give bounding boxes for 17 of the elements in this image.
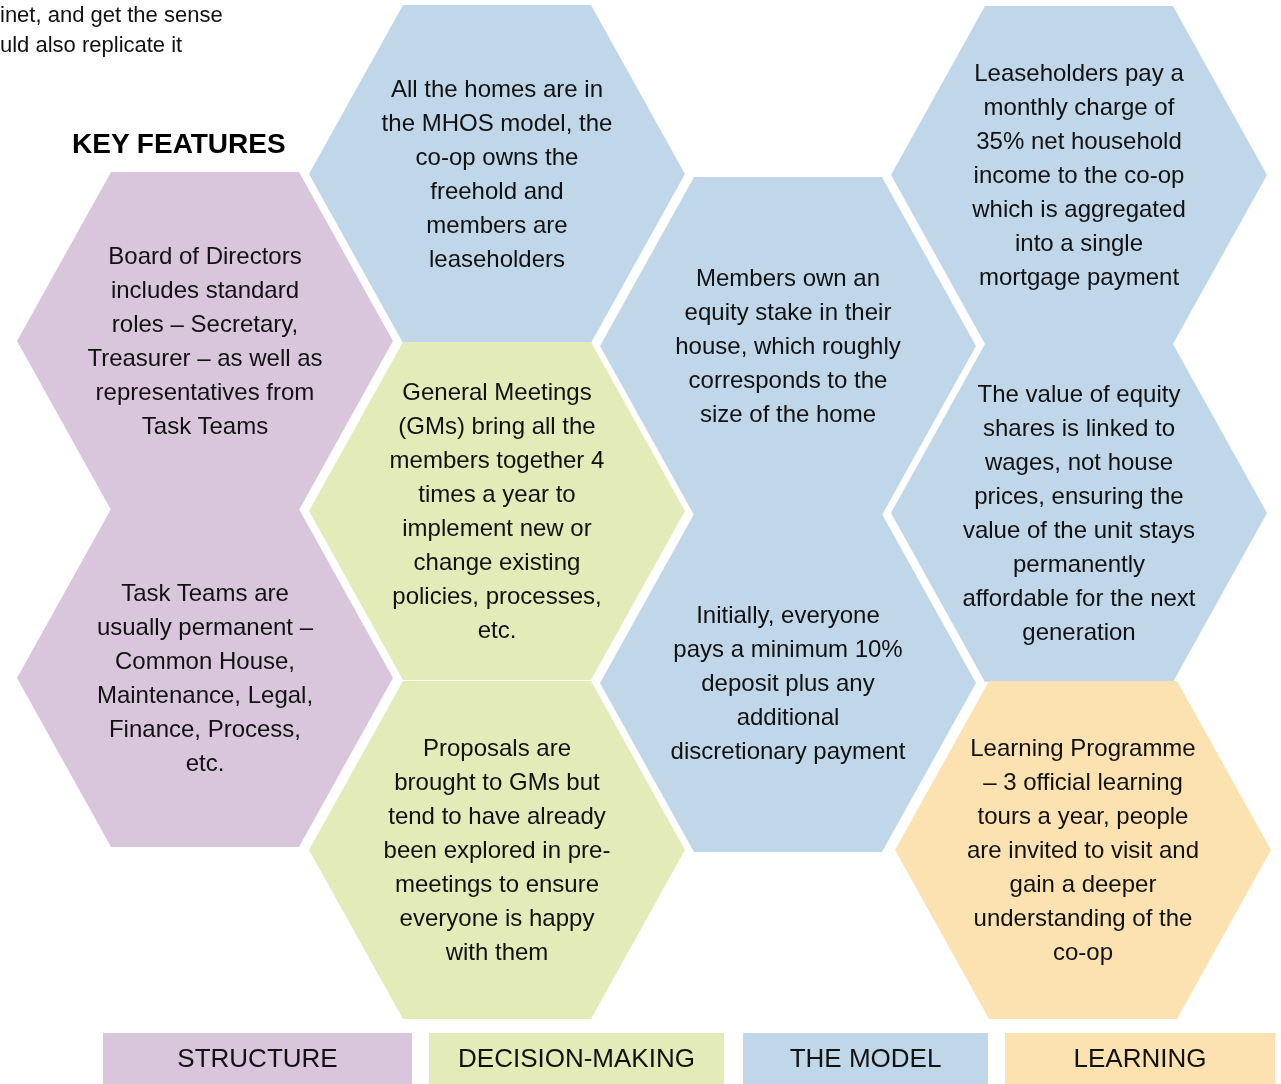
tile-text: Leaseholders pay a monthly charge of 35% net household income to the co-op which is aggregated into a single mortgage payment bbox=[971, 58, 1187, 292]
tile-text: Proposals are brought to GMs but tend to have already been explored in pre-meetings to ensure everyone is happy with them bbox=[382, 733, 612, 967]
legend-text: STRUCTURE bbox=[177, 1043, 338, 1074]
legend-text: THE MODEL bbox=[789, 1043, 942, 1074]
heading: KEY FEATURES bbox=[72, 128, 286, 160]
tile-text: General Meetings (GMs) bring all the members together 4 times a year to implement new or change existing policies, processes, etc. bbox=[388, 377, 606, 645]
tile-text: Board of Directors includes standard roles – Secretary, Treasurer – as well as representatives from Task Teams bbox=[87, 241, 323, 441]
tile-text: Initially, everyone pays a minimum 10% deposit plus any additional discretionary payment bbox=[670, 600, 906, 766]
tile-text: Task Teams are usually permanent – Common House, Maintenance, Legal, Finance, Process, etc. bbox=[95, 578, 315, 778]
note-text: inet, and get the sense bbox=[0, 2, 223, 28]
legend-text: LEARNING bbox=[1073, 1043, 1207, 1074]
tile-text: Learning Programme – 3 official learning tours a year, people are invited to visit and gain a deeper understanding of the co-op bbox=[965, 733, 1201, 967]
tile-text: Members own an equity stake in their house, which roughly corresponds to the size of the home bbox=[674, 263, 902, 429]
legend-text: DECISION-MAKING bbox=[458, 1043, 695, 1074]
note-text: uld also replicate it bbox=[0, 32, 183, 58]
tile-text: All the homes are in the MHOS model, the co-op owns the freehold and members are leaseholders bbox=[380, 74, 614, 274]
tile-text: The value of equity shares is linked to wages, not house prices, ensuring the value of the unit stays permanently affordable for the next generation bbox=[961, 379, 1197, 647]
